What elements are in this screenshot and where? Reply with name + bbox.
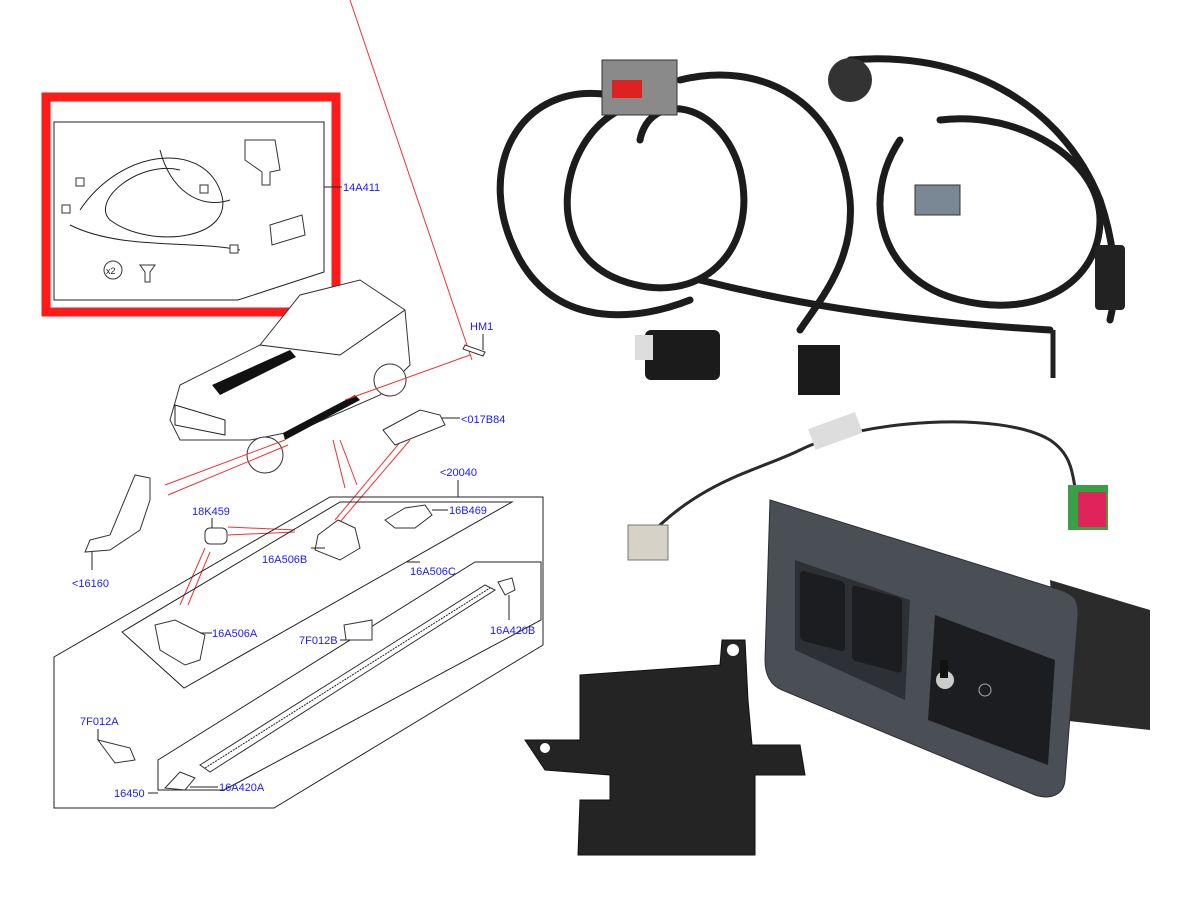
kit-bracket-drawing: [244, 139, 281, 186]
kit-bezel-drawing: [269, 214, 306, 246]
kit-harness-drawing: [61, 149, 241, 254]
clip-drawing: [139, 264, 156, 283]
label-017B84: <017B84: [461, 414, 505, 426]
vehicle-drawing: [169, 279, 411, 474]
label-16A420A: 16A420A: [219, 782, 265, 794]
kit-qty: x2: [106, 266, 116, 276]
label-16160: <16160: [72, 578, 109, 590]
label-7F012A: 7F012A: [80, 716, 119, 728]
wiring-harness-photo: [496, 55, 1125, 395]
mounting-bracket-photo: [524, 639, 806, 856]
label-16A506A: 16A506A: [212, 628, 258, 640]
label-16A506C: 16A506C: [410, 566, 456, 578]
label-7F012B: 7F012B: [299, 635, 338, 647]
label-16450: 16450: [114, 788, 145, 800]
label-14A411: 14A411: [343, 182, 380, 194]
label-16A506B: 16A506B: [262, 554, 307, 566]
label-18K459: 18K459: [192, 506, 230, 518]
frame-20040: [53, 496, 544, 809]
switch-panel-photo: [764, 499, 1150, 798]
label-HM1: HM1: [470, 321, 493, 333]
switch-harness-photo: [627, 412, 1108, 561]
label-16B469: 16B469: [449, 505, 487, 517]
kit-box: x2 14A411: [41, 92, 380, 317]
label-16A420B: 16A420B: [490, 625, 535, 637]
label-20040: <20040: [440, 467, 477, 479]
